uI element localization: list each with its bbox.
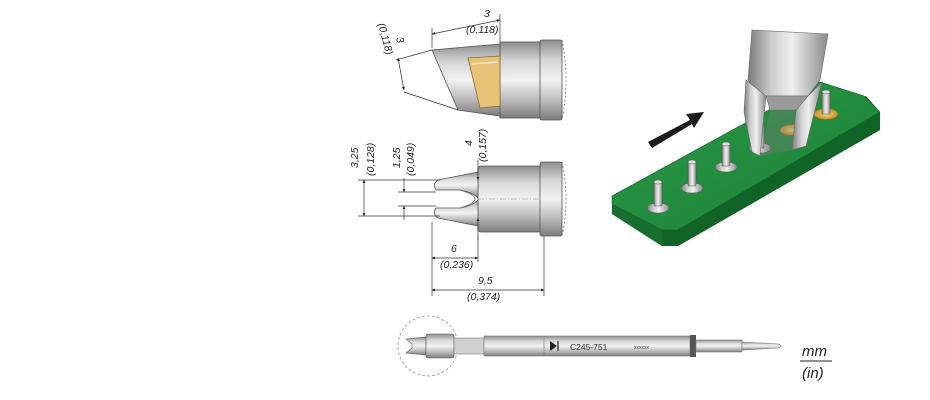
cartridge-collar — [453, 337, 485, 355]
units-primary: mm — [802, 343, 827, 360]
side-tip-highlight — [471, 61, 499, 65]
slot-width-in: (0,049) — [405, 143, 417, 176]
cartridge-rear — [695, 339, 743, 353]
cartridge-band — [690, 335, 696, 357]
side-body — [499, 41, 546, 119]
total-length-mm: 9,5 — [478, 275, 493, 287]
fork-prong-lower — [434, 199, 479, 227]
side-height-in: (0,118) — [375, 22, 395, 56]
units-secondary: (in) — [802, 365, 824, 382]
side-break-line — [561, 39, 567, 121]
top-ring — [539, 161, 563, 237]
dim-outer-height: 3,25 (0,128) — [349, 143, 440, 217]
side-width-mm: 3 — [484, 8, 490, 20]
dim-side-width: 3 (0,118) — [431, 8, 501, 48]
cartridge-overview: C245-751 xxxxxx — [397, 315, 782, 377]
soldering-tip-3d — [743, 29, 829, 157]
outer-height-in: (0,128) — [365, 143, 377, 176]
slot-length-mm: 6 — [451, 243, 457, 255]
cartridge-head — [425, 333, 455, 359]
fork-slot — [459, 189, 476, 209]
pcb-pin-1 — [646, 179, 670, 214]
side-height-mm: 3 — [393, 36, 406, 45]
pcb-pin-3 — [714, 141, 738, 173]
dim-total-length: 9,5 (0,374) — [431, 236, 545, 303]
tip-side-view — [431, 39, 567, 121]
pcb-side-front — [662, 112, 880, 246]
slot-width-mm: 1,25 — [391, 147, 403, 168]
cartridge-fork-tip — [405, 336, 427, 356]
top-break-line — [561, 161, 567, 237]
total-length-in: (0,374) — [467, 291, 500, 303]
units-legend: mm (in) — [800, 343, 832, 382]
side-width-in: (0,118) — [466, 24, 499, 36]
pcb-side-left — [612, 204, 662, 246]
cartridge-mark-arrow — [550, 341, 557, 351]
fork-prong-upper — [434, 171, 479, 199]
tip-height-mm: 4 — [463, 140, 475, 146]
dim-slot-length: 6 (0,236) — [431, 222, 479, 296]
slot-length-in: (0,236) — [440, 259, 473, 271]
side-ring — [539, 39, 563, 121]
side-tip-insert — [467, 55, 501, 109]
direction-arrow — [648, 112, 704, 148]
tip-top-view — [434, 161, 567, 237]
pcb-illustration — [611, 29, 881, 246]
tip-height-in: (0,157) — [477, 129, 489, 162]
cartridge-serial: xxxxxx — [634, 345, 650, 351]
outer-height-mm: 3,25 — [349, 147, 361, 168]
cartridge-pin — [741, 341, 782, 351]
cartridge-model: C245-751 — [570, 342, 608, 352]
dim-slot-width: 1,25 (0,049) — [391, 143, 436, 220]
pcb-pin-2 — [680, 159, 704, 194]
